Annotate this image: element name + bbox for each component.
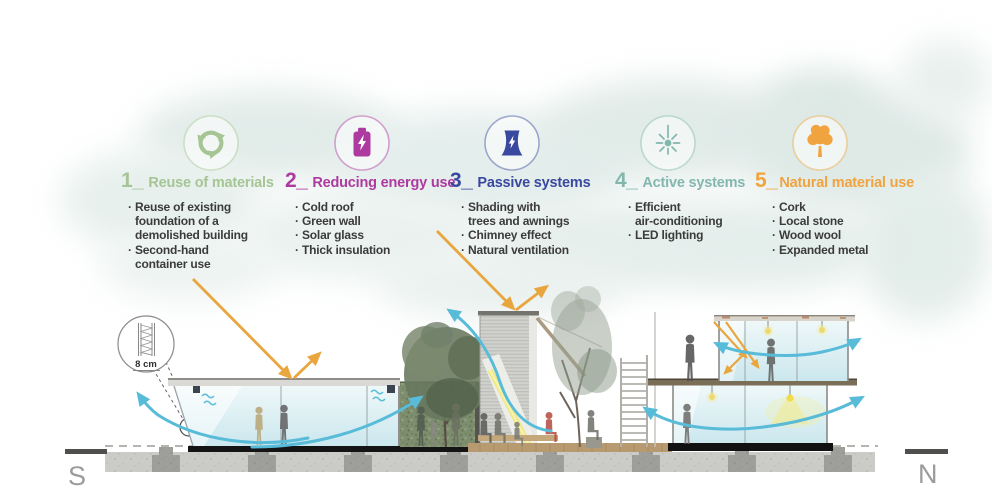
strategy-number: 4_ <box>615 169 638 192</box>
bullet-item: Wood wool <box>772 228 882 242</box>
strategy-title: Passive systems <box>477 175 591 191</box>
airflow <box>136 391 310 445</box>
north-label: N <box>918 459 938 489</box>
north-marker: N <box>905 449 948 489</box>
strategy-heading: 1_ Reuse of materials <box>120 169 280 193</box>
recycle-icon <box>183 115 239 171</box>
bullet-item: LED lighting <box>628 228 740 242</box>
strategy-number: 2_ <box>285 169 308 192</box>
south-marker: S <box>65 449 107 491</box>
strategy-number: 3_ <box>450 169 473 192</box>
tree <box>551 286 617 448</box>
bullet-item: Efficient air-conditioning <box>628 200 740 228</box>
strategy-heading: 2_ Reducing energy use <box>284 169 455 193</box>
bullet-item: Chimney effect <box>461 228 581 242</box>
bullet-item: Shading with trees and awnings <box>461 200 581 228</box>
sun-ray-reflected <box>515 284 549 312</box>
bullet-item: Reuse of existing foundation of a demoli… <box>128 200 248 243</box>
strategy-column-active-systems: 4_ Active systems Efficient air-conditio… <box>614 114 774 243</box>
airflow-arrows <box>136 308 865 449</box>
bullet-item: Green wall <box>295 214 410 228</box>
air-squiggles <box>201 389 386 406</box>
strategy-title: Active systems <box>642 175 746 191</box>
floor-slab <box>668 443 833 451</box>
detail-label: 8 cm <box>135 359 157 370</box>
strategy-heading: 5_ Natural material use <box>754 169 914 193</box>
airflow <box>446 308 553 433</box>
strategy-number: 1_ <box>121 169 144 192</box>
tree-icon <box>792 115 848 171</box>
sun-ray <box>436 230 516 311</box>
battery-icon <box>334 115 390 171</box>
strategy-title: Natural material use <box>779 175 914 191</box>
strategy-heading: 3_ Passive systems <box>449 169 609 193</box>
strategy-column-passive-systems: 3_ Passive systems Shading with trees an… <box>449 114 609 257</box>
strategy-heading: 4_ Active systems <box>614 169 774 193</box>
ground <box>105 447 875 472</box>
airflow <box>642 395 865 431</box>
power-plant-icon <box>484 115 540 171</box>
tree <box>402 322 490 448</box>
strategy-title: Reuse of materials <box>148 175 274 191</box>
strategy-column-reducing-energy-use: 2_ Reducing energy use Cold roof Green w… <box>284 114 455 257</box>
deck-bench <box>468 435 672 452</box>
airflow <box>712 337 862 357</box>
bullet-item: Expanded metal <box>772 243 882 257</box>
strategy-column-natural-material-use: 5_ Natural material use Cork Local stone… <box>754 114 914 257</box>
sun-ray-reflected <box>293 351 322 380</box>
south-label: S <box>68 461 86 491</box>
stool-box <box>586 437 602 448</box>
strategy-title: Reducing energy use <box>312 175 456 191</box>
vent-box <box>193 386 200 393</box>
bullet-item: Natural ventilation <box>461 243 581 257</box>
sun-ray <box>192 278 293 380</box>
vent-box <box>387 385 395 393</box>
bullet-item: Local stone <box>772 214 882 228</box>
airflow <box>250 395 424 449</box>
strategy-number: 5_ <box>755 169 778 192</box>
bullet-item: Cold roof <box>295 200 410 214</box>
sun-ray-reflected <box>723 351 747 375</box>
led-lamp <box>816 321 828 336</box>
floor-slab <box>188 446 468 452</box>
bullet-item: Solar glass <box>295 228 410 242</box>
light-rays-icon <box>640 115 696 171</box>
bullet-item: Second-hand container use <box>128 243 248 271</box>
bullet-item: Thick insulation <box>295 243 410 257</box>
led-lamp <box>762 321 774 337</box>
strategy-column-reuse-of-materials: 1_ Reuse of materials Reuse of existing … <box>120 114 280 271</box>
foundation-piers <box>152 447 852 472</box>
bullet-item: Cork <box>772 200 882 214</box>
